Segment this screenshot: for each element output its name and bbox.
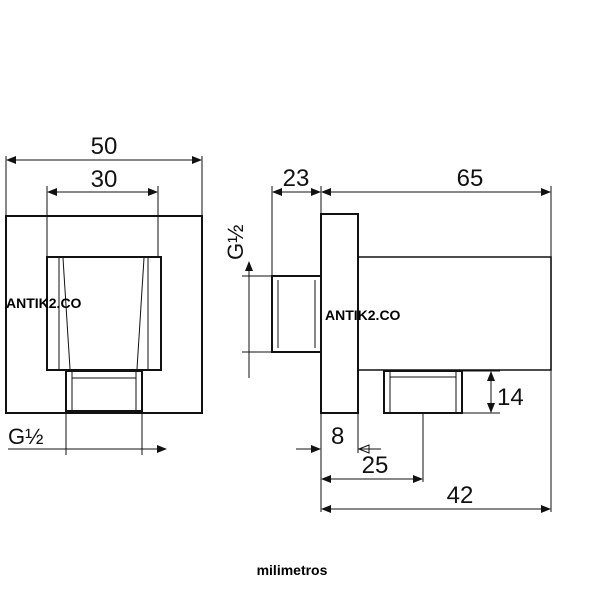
side-view: 23 65 G½ 14 8 25 42 ANTIK2.CO <box>223 165 552 513</box>
units-caption: milimetros <box>257 562 328 578</box>
dim-label-30: 30 <box>91 166 118 193</box>
thread-label-side: G½ <box>223 225 248 260</box>
watermark-side: ANTIK2.CO <box>325 307 401 323</box>
dim-label-42: 42 <box>447 482 474 509</box>
dim-label-25: 25 <box>362 452 389 479</box>
dim-label-50: 50 <box>91 133 118 160</box>
side-threaded-inlet <box>271 275 322 353</box>
dim-label-14: 14 <box>497 384 524 411</box>
dim-label-23: 23 <box>283 165 310 192</box>
watermark-front: ANTIK2.CO <box>6 295 82 311</box>
dim-label-8: 8 <box>331 423 344 450</box>
front-threaded-outlet <box>65 370 143 412</box>
side-threaded-outlet <box>383 370 463 414</box>
front-view: 50 30 G½ ANTIK2.CO <box>5 133 203 455</box>
thread-label-front: G½ <box>8 424 43 449</box>
side-flange <box>320 213 359 414</box>
dim-label-65: 65 <box>457 165 484 192</box>
